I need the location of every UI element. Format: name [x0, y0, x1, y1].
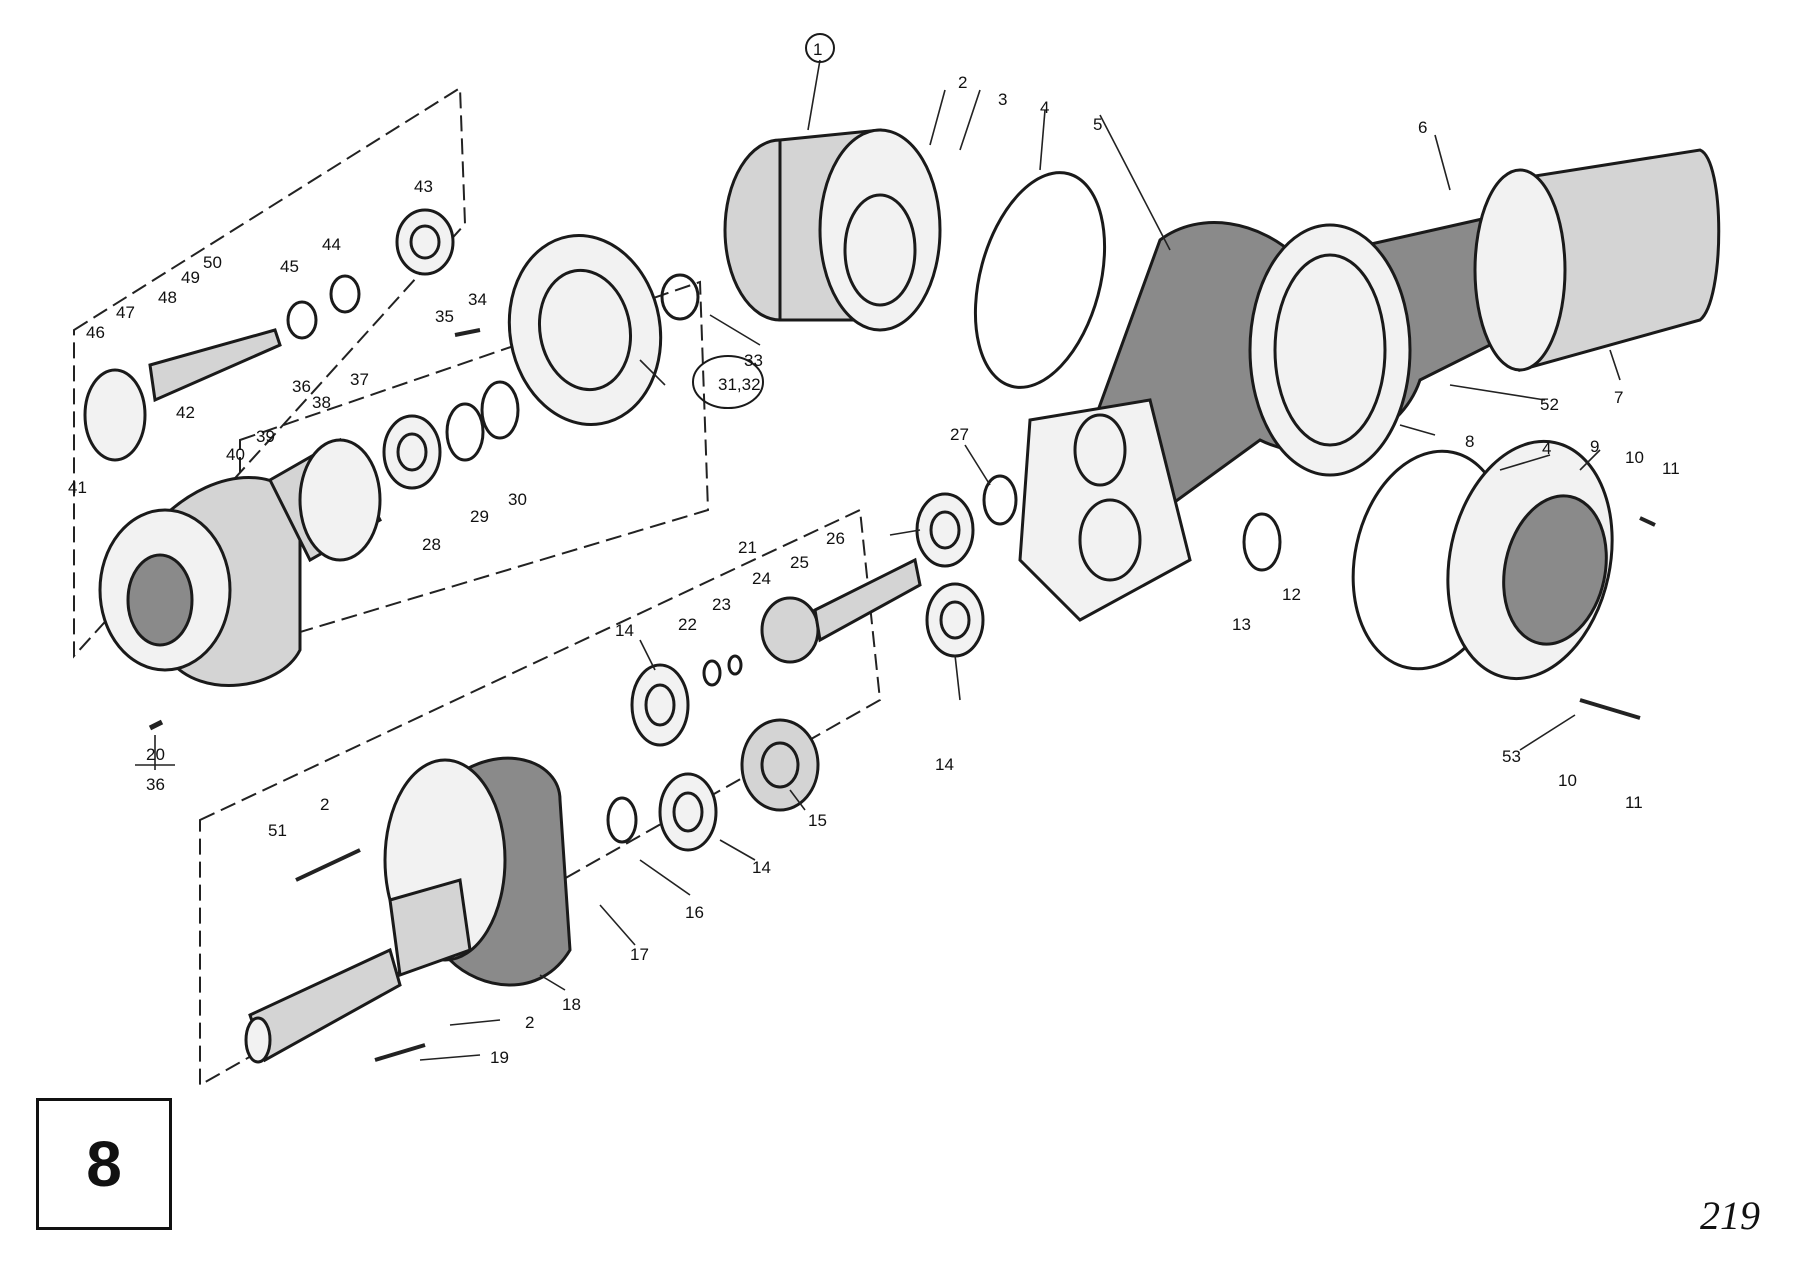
callout: 5 [1093, 115, 1102, 134]
callout: 2 [958, 73, 967, 92]
bearings [382, 208, 985, 852]
callout: 30 [508, 490, 527, 509]
callout: 14 [615, 621, 634, 640]
callout: 36 [146, 775, 165, 794]
callout: 29 [470, 507, 489, 526]
callout: 45 [280, 257, 299, 276]
bearing-14-top [630, 663, 690, 747]
callout: 27 [950, 425, 969, 444]
left-shaft-upper [83, 328, 282, 462]
callout: 7 [1614, 388, 1623, 407]
callout: 2 [320, 795, 329, 814]
callout: 36 [292, 377, 311, 396]
callout: 40 [226, 445, 245, 464]
callout: 10 [1625, 448, 1644, 467]
axle-housing [1065, 208, 1587, 538]
callout: 2 [525, 1013, 534, 1032]
callout: 28 [422, 535, 441, 554]
callout: 10 [1558, 771, 1577, 790]
callout: 37 [350, 370, 369, 389]
axle-tube-right [1473, 148, 1721, 372]
callout: 19 [490, 1048, 509, 1067]
callout: 4 [1040, 98, 1049, 117]
callout: 26 [826, 529, 845, 548]
callout: 47 [116, 303, 135, 322]
callout: 14 [935, 755, 954, 774]
callout: 21 [738, 538, 757, 557]
callout: 41 [68, 478, 87, 497]
gear-set [740, 557, 922, 812]
figure-number-badge: 8 [36, 1098, 172, 1230]
bearing-43 [395, 208, 455, 276]
bearing-14-right [925, 582, 985, 658]
gasket-ring-4-top [973, 171, 1107, 389]
bearing-28 [382, 414, 442, 490]
callout: 23 [712, 595, 731, 614]
callout: 42 [176, 403, 195, 422]
callout: 8 [1465, 432, 1474, 451]
callout: 15 [808, 811, 827, 830]
callout: 3 [998, 90, 1007, 109]
callout: 48 [158, 288, 177, 307]
bearing-26 [915, 492, 975, 568]
callout: 33 [744, 351, 763, 370]
callout: 49 [181, 268, 200, 287]
callout: 20 [146, 745, 165, 764]
gear-15 [740, 718, 820, 812]
callout-labels: 1 2 3 4 5 6 7 52 8 4 9 10 11 53 10 11 12… [68, 40, 1680, 1067]
callout: 34 [468, 290, 487, 309]
callout-circle-1 [805, 33, 835, 63]
left-hub-housing [98, 476, 302, 687]
callout: 50 [203, 253, 222, 272]
callout: 43 [414, 177, 433, 196]
callout: 51 [268, 821, 287, 840]
callout-circle-31-32 [692, 355, 764, 409]
callout: 35 [435, 307, 454, 326]
callout: 17 [630, 945, 649, 964]
callout: 1 [813, 40, 822, 59]
housing-part-1 [723, 128, 942, 332]
callout: 53 [1502, 747, 1521, 766]
bearing-14-bottom [658, 772, 718, 852]
callout: 9 [1590, 437, 1599, 456]
assembly-frame-left [73, 86, 467, 659]
brake-assembly [507, 234, 663, 426]
hub-flange [268, 437, 382, 563]
callout: 38 [312, 393, 331, 412]
callout: 11 [1625, 793, 1643, 812]
callout: 22 [678, 615, 697, 634]
callout: 6 [1418, 118, 1427, 137]
center-flange [1018, 398, 1192, 622]
page-number: 219 [1700, 1193, 1760, 1238]
callout: 12 [1282, 585, 1301, 604]
callout: 24 [752, 569, 771, 588]
right-cover-assembly [1351, 439, 1614, 681]
callout: 16 [685, 903, 704, 922]
gear-24 [760, 596, 820, 664]
final-drive-housing [244, 756, 572, 1064]
callout: 4 [1542, 439, 1551, 458]
callout: 14 [752, 858, 771, 877]
callout: 39 [256, 427, 275, 446]
seal-rings [286, 273, 1282, 844]
callout: 11 [1662, 459, 1680, 478]
callout: 13 [1232, 615, 1251, 634]
leader-lines [135, 59, 1621, 1061]
callout: 46 [86, 323, 105, 342]
callout: 52 [1540, 395, 1559, 414]
callout: 31,32 [718, 375, 761, 394]
bolts [148, 328, 1656, 1062]
callout: 25 [790, 553, 809, 572]
callout: 44 [322, 235, 341, 254]
callout: 18 [562, 995, 581, 1014]
assembly-frame-bottom [199, 508, 882, 1087]
